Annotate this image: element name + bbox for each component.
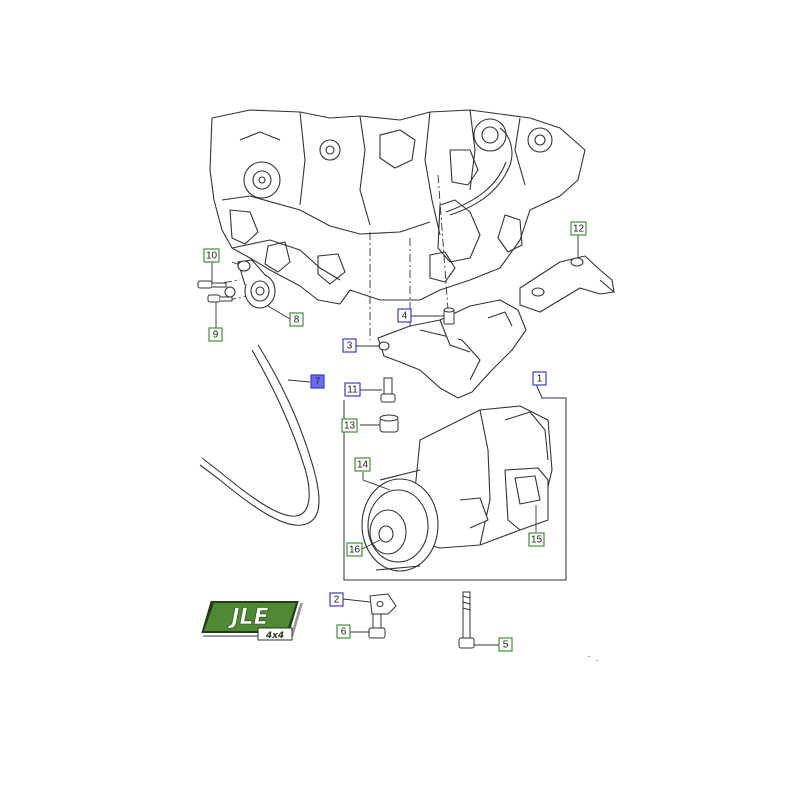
callout-7: 7 bbox=[310, 374, 325, 389]
bracket-12 bbox=[519, 255, 615, 313]
callout-11: 11 bbox=[344, 382, 361, 397]
callout-3: 3 bbox=[342, 338, 357, 353]
callout-16: 16 bbox=[346, 542, 363, 557]
callout-label: 10 bbox=[206, 251, 218, 262]
callout-5: 5 bbox=[498, 637, 513, 652]
logo-brand-text: JLE bbox=[227, 605, 268, 630]
assembly-guide-lines bbox=[207, 174, 449, 340]
callout-label: 7 bbox=[315, 377, 321, 388]
callout-10: 10 bbox=[203, 248, 220, 263]
bolt-5 bbox=[458, 591, 475, 649]
callout-6: 6 bbox=[336, 624, 351, 639]
callout-label: 14 bbox=[357, 460, 369, 471]
jle-4x4-logo: JLE 4x4 bbox=[198, 599, 303, 641]
callout-4: 4 bbox=[397, 308, 412, 323]
callout-label: 15 bbox=[531, 535, 543, 546]
callout-label: 5 bbox=[503, 640, 509, 651]
callout-label: 4 bbox=[402, 311, 408, 322]
callout-label: 16 bbox=[349, 545, 361, 556]
nut-13 bbox=[379, 414, 399, 433]
callout-9: 9 bbox=[208, 327, 223, 342]
callout-label: 9 bbox=[213, 330, 219, 341]
callout-label: 1 bbox=[537, 374, 543, 385]
callout-15: 15 bbox=[528, 532, 545, 547]
leader-lines bbox=[211, 234, 579, 646]
callout-label: 12 bbox=[573, 224, 585, 235]
logo-subtext: 4x4 bbox=[265, 631, 284, 641]
spacer-4 bbox=[443, 307, 455, 325]
drive-belt bbox=[199, 344, 320, 526]
callout-label: 8 bbox=[294, 315, 300, 326]
bolt-11 bbox=[380, 377, 396, 403]
plate-2 bbox=[369, 593, 397, 615]
callout-8: 8 bbox=[289, 312, 304, 327]
tensioner-pulley bbox=[224, 259, 276, 309]
compressor-assembly-frame bbox=[343, 383, 567, 581]
bolt-9 bbox=[207, 294, 233, 303]
callout-12: 12 bbox=[570, 221, 587, 236]
callout-labels: 1 2 3 4 5 6 7 8 bbox=[203, 221, 587, 652]
callout-13: 13 bbox=[341, 418, 358, 433]
print-specks bbox=[588, 656, 598, 661]
ac-compressor bbox=[361, 405, 553, 572]
callout-label: 13 bbox=[344, 421, 356, 432]
bolt-6 bbox=[368, 613, 386, 639]
engine-block-drawing bbox=[209, 109, 586, 305]
callout-1: 1 bbox=[532, 371, 547, 386]
callout-2: 2 bbox=[329, 592, 344, 607]
callout-14: 14 bbox=[354, 457, 371, 472]
callout-label: 2 bbox=[334, 595, 340, 606]
callout-label: 11 bbox=[347, 385, 358, 396]
bracket-3 bbox=[377, 299, 527, 399]
callout-label: 6 bbox=[341, 627, 347, 638]
callout-label: 3 bbox=[347, 341, 353, 352]
